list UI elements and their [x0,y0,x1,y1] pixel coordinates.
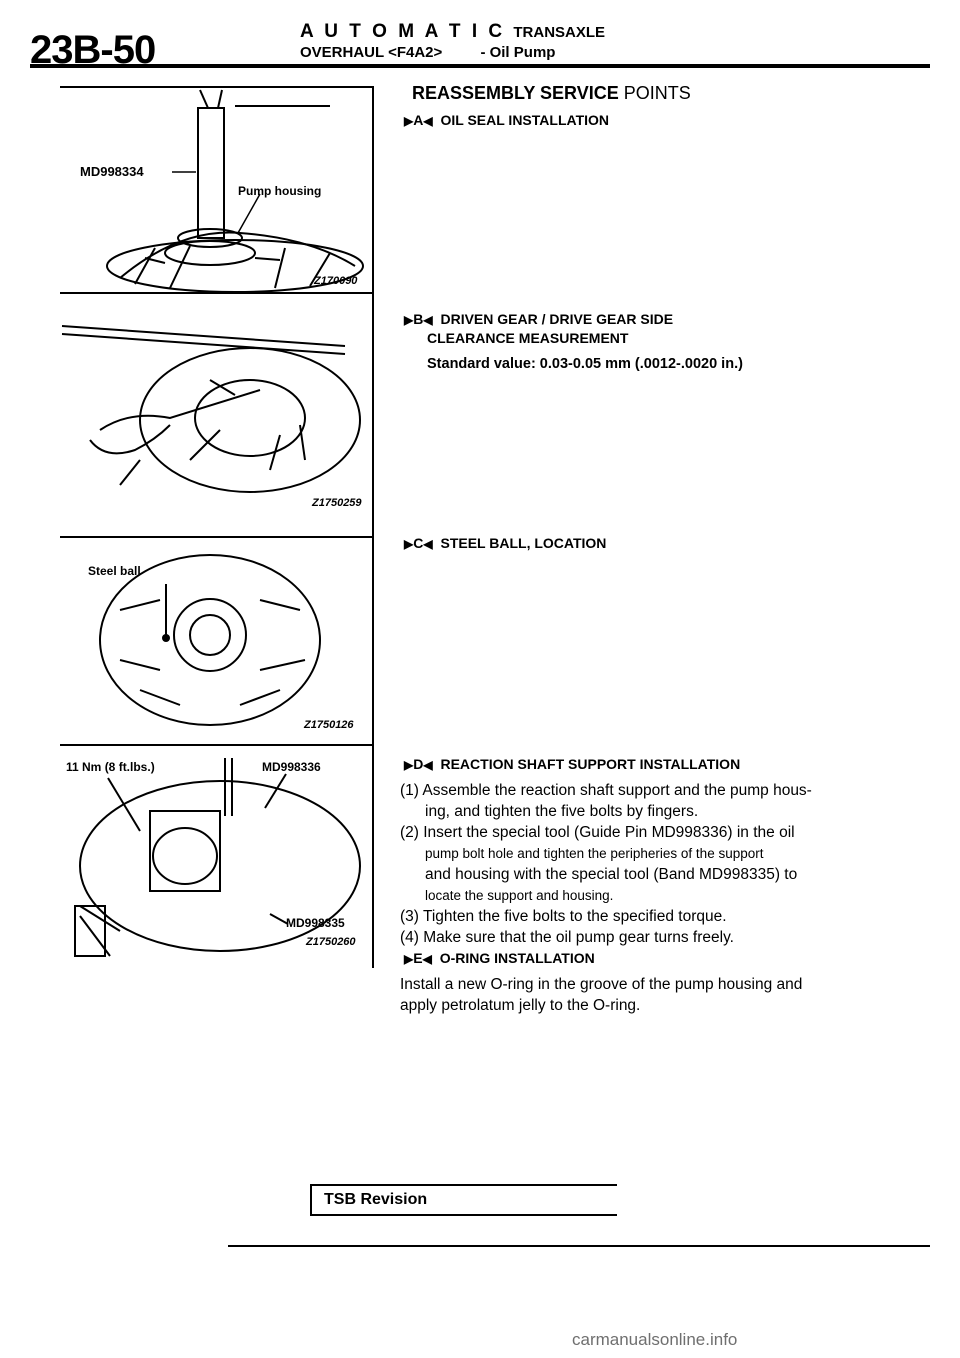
figure-label-torque: 11 Nm (8 ft.lbs.) [66,760,155,774]
figure-clearance-measurement: Z1750259 [60,310,372,514]
steel-ball-illustration [99,554,321,726]
arrow-marker-icon: ▶ [404,537,414,551]
section-marker: D [413,756,424,772]
section-title: REACTION SHAFT SUPPORT INSTALLATION [440,756,741,772]
header-title-main: A U T O M A T I C [300,21,506,42]
section-marker: C [413,535,424,551]
tsb-revision-box: TSB Revision [310,1184,617,1216]
figure-pump-housing: MD998334 Pump housing Z170090 [60,88,372,292]
figure-separator [60,292,372,294]
leader-lines [172,171,261,234]
reaction-shaft-support-illustration [74,758,361,957]
section-marker: B [413,311,424,327]
section-a-title: ▶A◀ OIL SEAL INSTALLATION [404,112,609,128]
pump-housing-illustration [106,89,364,292]
arrow-marker-icon: ▶ [404,114,414,128]
main-heading-bold: REASSEMBLY SERVICE [412,83,619,103]
step-line: and housing with the special tool (Band … [425,866,798,883]
figure-label-md998336: MD998336 [262,760,321,774]
figure-code: Z170090 [314,275,358,287]
section-marker: A [413,112,424,128]
figure-code: Z1750126 [304,719,354,731]
arrow-marker-icon: ▶ [404,952,414,966]
figure-label-md998334: MD998334 [80,164,144,179]
step-line: (1) Assemble the reaction shaft support … [400,782,812,799]
section-e-body: Install a new O-ring in the groove of th… [400,974,868,1016]
section-title: OIL SEAL INSTALLATION [440,112,610,128]
figure-code: Z1750259 [312,497,362,509]
section-e-title: ▶E◀ O-RING INSTALLATION [404,950,595,966]
step-line: ing, and tighten the five bolts by finge… [425,803,699,820]
clearance-measurement-illustration [61,325,361,493]
header-title-line2: OVERHAUL <F4A2> - Oil Pump [300,44,555,61]
arrow-marker-icon: ▶ [404,313,414,327]
figure-column-top-rule [60,86,372,88]
arrow-marker-icon: ◀ [423,114,433,128]
arrow-marker-icon: ◀ [423,537,433,551]
tsb-revision-label: TSB Revision [324,1191,428,1208]
section-b-standard-value: Standard value: 0.03-0.05 mm (.0012-.002… [427,356,743,372]
header-section: OVERHAUL <F4A2> [300,44,443,61]
arrow-marker-icon: ◀ [423,758,433,772]
figure-reaction-shaft-support: 11 Nm (8 ft.lbs.) MD998336 MD998335 Z175… [60,756,372,968]
header-title-sub: TRANSAXLE [513,24,606,41]
step-line: (4) Make sure that the oil pump gear tur… [400,929,734,946]
section-b-title: ▶B◀ DRIVEN GEAR / DRIVE GEAR SIDE [404,311,673,327]
step-line: locate the support and housing. [425,888,614,903]
header-rule [30,64,930,68]
arrow-marker-icon: ◀ [423,313,433,327]
figure-label-steel-ball: Steel ball [88,564,141,578]
figure-code: Z1750260 [306,936,356,948]
section-d-title: ▶D◀ REACTION SHAFT SUPPORT INSTALLATION [404,756,740,772]
watermark: carmanualsonline.info [572,1330,738,1349]
figure-label-md998335: MD998335 [286,916,345,930]
section-c-title: ▶C◀ STEEL BALL, LOCATION [404,535,606,551]
section-b-title-line2: CLEARANCE MEASUREMENT [427,330,629,346]
body-line: apply petrolatum jelly to the O-ring. [400,997,641,1014]
header-subsection: - Oil Pump [480,44,556,61]
step-line: (3) Tighten the five bolts to the specif… [400,908,727,925]
step-line: pump bolt hole and tighten the peripheri… [425,846,764,861]
section-d-body: (1) Assemble the reaction shaft support … [400,780,868,948]
figure-separator [60,744,372,746]
figure-separator [60,536,372,538]
arrow-marker-icon: ▶ [404,758,414,772]
figure-steel-ball: Steel ball Z1750126 [60,550,372,742]
section-title: STEEL BALL, LOCATION [440,535,607,551]
figure-label-pump-housing: Pump housing [238,184,322,198]
figure-column [60,86,374,968]
main-heading-thin: POINTS [623,83,691,103]
section-title: DRIVEN GEAR / DRIVE GEAR SIDE [440,311,674,327]
step-line: (2) Insert the special tool (Guide Pin M… [400,824,795,841]
body-line: Install a new O-ring in the groove of th… [400,976,803,993]
section-title: O-RING INSTALLATION [439,950,595,966]
main-heading: REASSEMBLY SERVICE POINTS [412,83,691,104]
header-title-line1: A U T O M A T I C TRANSAXLE [300,21,605,43]
footer-rule [228,1245,930,1247]
arrow-marker-icon: ◀ [422,952,432,966]
section-marker: E [413,950,423,966]
